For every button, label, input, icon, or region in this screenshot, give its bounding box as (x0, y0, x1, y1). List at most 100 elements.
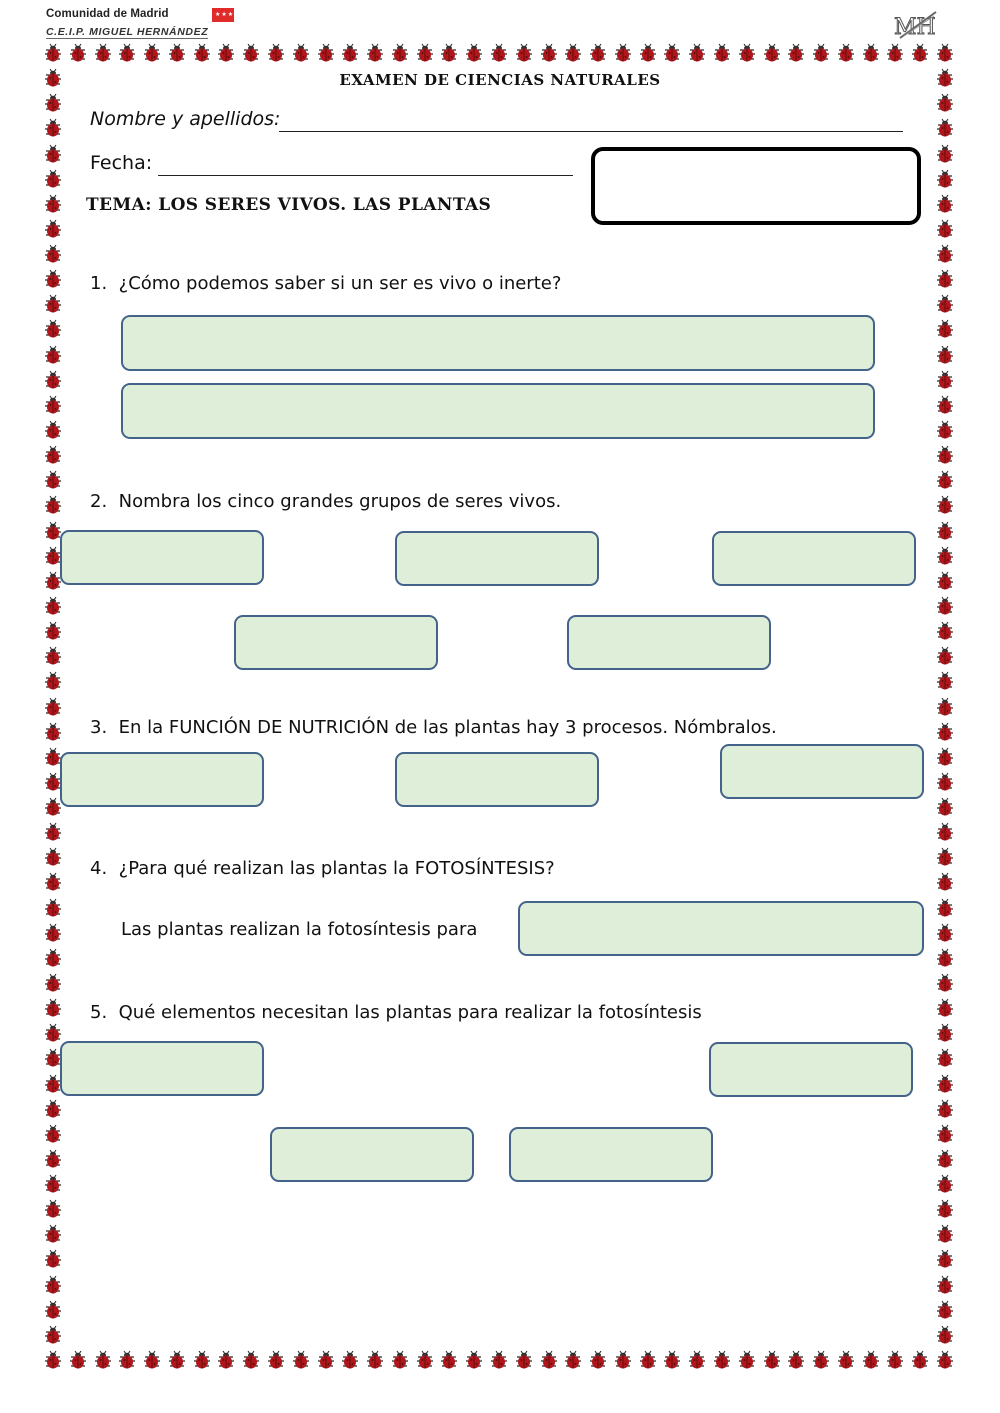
ladybug-icon (935, 847, 955, 867)
ladybug-icon (43, 697, 63, 717)
ladybug-icon (43, 345, 63, 365)
ladybug-icon (935, 68, 955, 88)
ladybug-icon (266, 43, 286, 63)
q2-answer-box-3[interactable] (712, 531, 916, 586)
ladybug-icon (935, 169, 955, 189)
ladybug-icon (43, 1149, 63, 1169)
ladybug-icon (316, 1350, 336, 1370)
date-field[interactable] (158, 154, 573, 176)
q2-answer-box-2[interactable] (395, 531, 599, 586)
ladybug-icon (935, 1350, 955, 1370)
ladybug-icon (43, 1099, 63, 1119)
q5-answer-box-1[interactable] (60, 1041, 264, 1096)
ladybug-icon (935, 1124, 955, 1144)
ladybug-icon (935, 294, 955, 314)
ladybug-icon (762, 1350, 782, 1370)
ladybug-icon (43, 1124, 63, 1144)
ladybug-icon (861, 43, 881, 63)
exam-title: EXAMEN DE CIENCIAS NATURALES (339, 71, 661, 89)
ladybug-icon (935, 596, 955, 616)
ladybug-icon (43, 898, 63, 918)
q3-answer-box-2[interactable] (395, 752, 599, 807)
ladybug-icon (935, 1174, 955, 1194)
ladybug-icon (439, 1350, 459, 1370)
ladybug-icon (43, 671, 63, 691)
q5-answer-box-2[interactable] (709, 1042, 913, 1097)
ladybug-icon (43, 169, 63, 189)
ladybug-icon (415, 43, 435, 63)
q2-answer-box-5[interactable] (567, 615, 771, 670)
ladybug-icon (836, 1350, 856, 1370)
ladybug-icon (43, 973, 63, 993)
topic-heading: TEMA: LOS SERES VIVOS. LAS PLANTAS (86, 195, 492, 215)
ladybug-icon (43, 219, 63, 239)
name-field[interactable] (279, 110, 903, 132)
ladybug-icon (43, 68, 63, 88)
ladybug-icon (935, 244, 955, 264)
ladybug-icon (935, 822, 955, 842)
ladybug-icon (687, 1350, 707, 1370)
ladybug-icon (43, 1325, 63, 1345)
ladybug-icon (935, 1224, 955, 1244)
ladybug-icon (935, 1300, 955, 1320)
ladybug-icon (43, 1275, 63, 1295)
ladybug-icon (43, 521, 63, 541)
ladybug-icon (216, 1350, 236, 1370)
ladybug-icon (687, 43, 707, 63)
ladybug-icon (935, 621, 955, 641)
school-logo-icon: MH (890, 8, 940, 41)
ladybug-icon (836, 43, 856, 63)
ladybug-icon (762, 43, 782, 63)
q5-answer-box-4[interactable] (509, 1127, 713, 1182)
grade-box[interactable] (591, 147, 921, 225)
ladybug-icon (935, 269, 955, 289)
ladybug-icon (43, 596, 63, 616)
ladybug-icon (935, 697, 955, 717)
ladybug-icon (43, 571, 63, 591)
ladybug-icon (43, 194, 63, 214)
q5-answer-box-3[interactable] (270, 1127, 474, 1182)
ladybug-icon (539, 1350, 559, 1370)
q1-answer-box-1[interactable] (121, 315, 875, 371)
ladybug-icon (390, 1350, 410, 1370)
ladybug-icon (43, 1249, 63, 1269)
ladybug-icon (43, 646, 63, 666)
ladybug-icon (935, 747, 955, 767)
question-5: 5. Qué elementos necesitan las plantas p… (90, 1002, 702, 1023)
question-2: 2. Nombra los cinco grandes grupos de se… (90, 491, 562, 512)
q3-answer-box-1[interactable] (60, 752, 264, 807)
ladybug-icon (216, 43, 236, 63)
q3-answer-box-3[interactable] (720, 744, 924, 799)
ladybug-icon (117, 1350, 137, 1370)
ladybug-icon (885, 1350, 905, 1370)
ladybug-icon (192, 1350, 212, 1370)
ladybug-icon (43, 822, 63, 842)
ladybug-icon (43, 1023, 63, 1043)
ladybug-icon (43, 294, 63, 314)
ladybug-icon (291, 43, 311, 63)
ladybug-icon (935, 521, 955, 541)
q1-answer-box-2[interactable] (121, 383, 875, 439)
ladybug-icon (291, 1350, 311, 1370)
ladybug-icon (613, 1350, 633, 1370)
ladybug-icon (43, 923, 63, 943)
ladybug-icon (935, 219, 955, 239)
q2-answer-box-4[interactable] (234, 615, 438, 670)
ladybug-icon (935, 898, 955, 918)
question-4: 4. ¿Para qué realizan las plantas la FOT… (90, 858, 555, 879)
ladybug-icon (712, 43, 732, 63)
ladybug-icon (910, 43, 930, 63)
q4-answer-box[interactable] (518, 901, 924, 956)
ladybug-icon (43, 244, 63, 264)
ladybug-icon (935, 872, 955, 892)
ladybug-icon (662, 43, 682, 63)
ladybug-icon (935, 722, 955, 742)
ladybug-icon (390, 43, 410, 63)
q2-answer-box-1[interactable] (60, 530, 264, 585)
ladybug-icon (489, 1350, 509, 1370)
ladybug-icon (935, 495, 955, 515)
ladybug-icon (910, 1350, 930, 1370)
organization-name: Comunidad de Madrid (46, 8, 169, 20)
ladybug-icon (43, 772, 63, 792)
ladybug-icon (43, 93, 63, 113)
